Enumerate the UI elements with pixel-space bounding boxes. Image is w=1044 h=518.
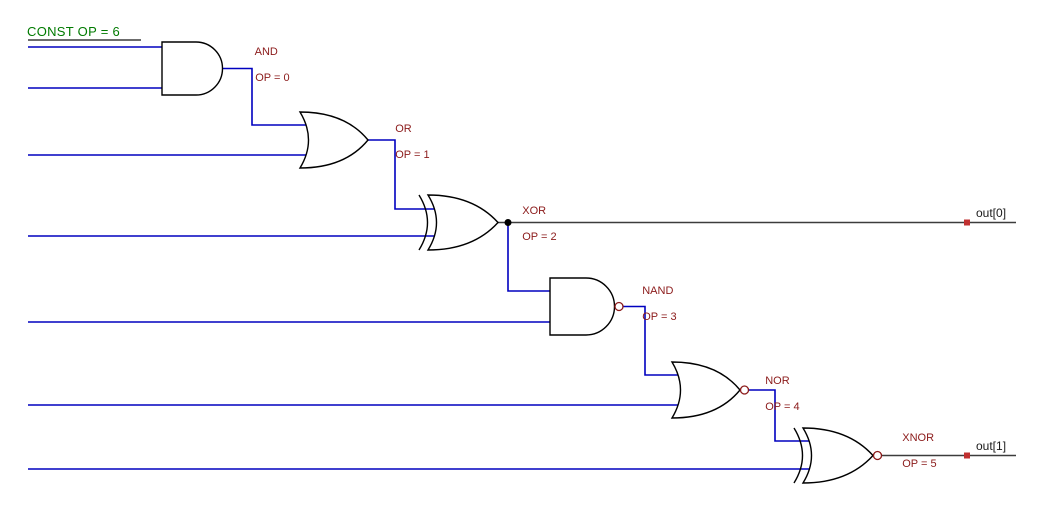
gate-label-nand-type: NAND (642, 285, 674, 297)
output-label-out0: out[0] (976, 206, 1007, 220)
gate-label-or-type: OR (395, 123, 412, 135)
gate-label-and-op: OP = 0 (255, 72, 290, 84)
gate-label-nand: NAND OP = 3 (630, 272, 677, 337)
wire-nand-to-nor[interactable] (623, 305, 690, 376)
gate-label-xor: XOR OP = 2 (510, 192, 557, 257)
xnor-gate[interactable] (801, 427, 874, 484)
gate-label-xnor-op: OP = 5 (902, 458, 937, 470)
xor-gate[interactable] (426, 194, 499, 251)
gate-label-xor-op: OP = 2 (522, 231, 557, 243)
gate-label-nand-op: OP = 3 (642, 311, 677, 323)
gate-label-xnor-type: XNOR (902, 432, 935, 444)
gate-label-and: AND OP = 0 (243, 33, 290, 98)
nand-gate[interactable] (549, 277, 616, 336)
wire-nor-to-xnor[interactable] (749, 389, 822, 442)
wire-or-to-xor[interactable] (368, 139, 446, 210)
nand-output-bubble-icon (614, 301, 624, 312)
const-label: CONST OP = 6 (27, 24, 121, 39)
gate-label-and-type: AND (254, 46, 278, 58)
wire-and-to-or[interactable] (222, 67, 316, 126)
xor-gate-lead-arc (418, 194, 429, 251)
port-marker-out1-icon (964, 452, 970, 459)
gate-label-or-op: OP = 1 (395, 149, 430, 161)
gate-label-or: OR OP = 1 (383, 110, 430, 175)
wire-xor-to-nand[interactable] (507, 222, 556, 292)
output-label-out1: out[1] (976, 439, 1007, 453)
gate-label-nor-type: NOR (765, 375, 790, 387)
nor-output-bubble-icon (739, 385, 750, 395)
gate-label-nor: NOR OP = 4 (753, 362, 800, 427)
xnor-output-bubble-icon (872, 450, 883, 461)
port-marker-out0-icon (964, 219, 970, 226)
and-gate[interactable] (161, 41, 224, 96)
junction-dot-icon (504, 219, 512, 226)
nor-gate[interactable] (670, 361, 741, 419)
gate-label-nor-op: OP = 4 (765, 401, 800, 413)
xnor-gate-lead-arc (793, 427, 804, 484)
gate-label-xor-type: XOR (522, 205, 547, 217)
gate-label-xnor: XNOR OP = 5 (890, 419, 937, 484)
or-gate[interactable] (298, 111, 369, 169)
